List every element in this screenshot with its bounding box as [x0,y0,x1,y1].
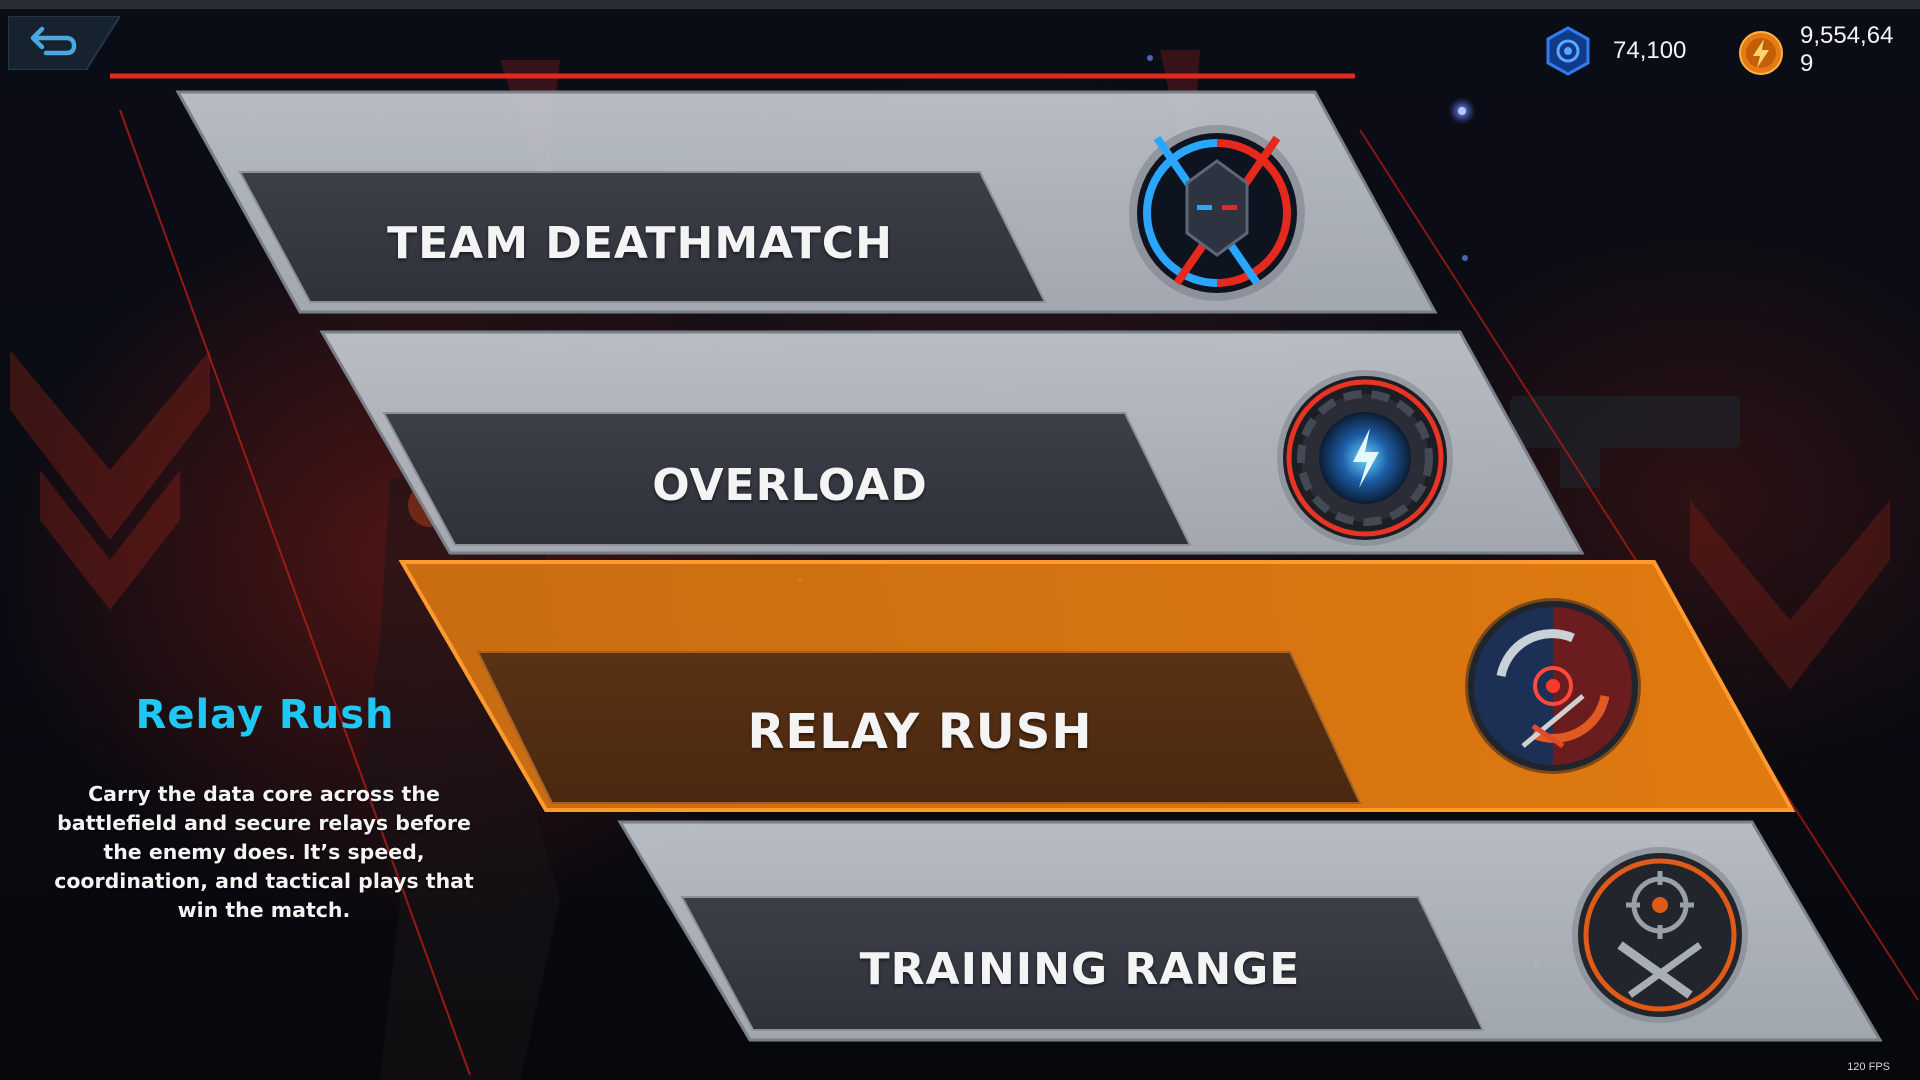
back-button[interactable] [7,15,122,71]
insignia-right-decoration [1690,500,1890,690]
mode-label-overload: OVERLOAD [652,460,928,511]
mode-card-training-range[interactable] [617,820,1883,1042]
crossed-swords-knight-helmet-icon [1129,125,1305,301]
mode-label-team-deathmatch: TEAM DEATHMATCH [387,218,893,269]
mode-label-relay-rush: RELAY RUSH [747,704,1093,760]
crosshair-knife-rifle-icon [1572,847,1748,1023]
back-arrow-icon [30,26,77,56]
relay-cycle-target-icon [1465,598,1641,774]
rifle-silhouette [1510,396,1740,488]
electric-core-icon [1277,370,1453,546]
insignia-left-decoration [10,350,210,610]
blue-hex-gear-icon [1546,26,1590,76]
orange-lightning-coin-icon [1739,31,1783,75]
mode-card-overload[interactable] [319,330,1585,555]
fps-counter: 120 FPS [1847,1061,1890,1073]
credits-counter: 74,100 [1545,26,1686,76]
mode-label-training-range: TRAINING RANGE [859,944,1301,995]
selected-mode-description: Carry the data core across the battlefie… [54,782,474,922]
selected-mode-title: Relay Rush [135,692,395,738]
top-bar [0,0,1920,9]
credits-value: 74,100 [1613,37,1687,64]
energy-counter: 9,554,649 [1738,22,1904,78]
mode-card-relay-rush[interactable] [398,560,1796,812]
mode-card-team-deathmatch[interactable] [175,90,1438,314]
energy-value: 9,554,649 [1800,22,1894,77]
